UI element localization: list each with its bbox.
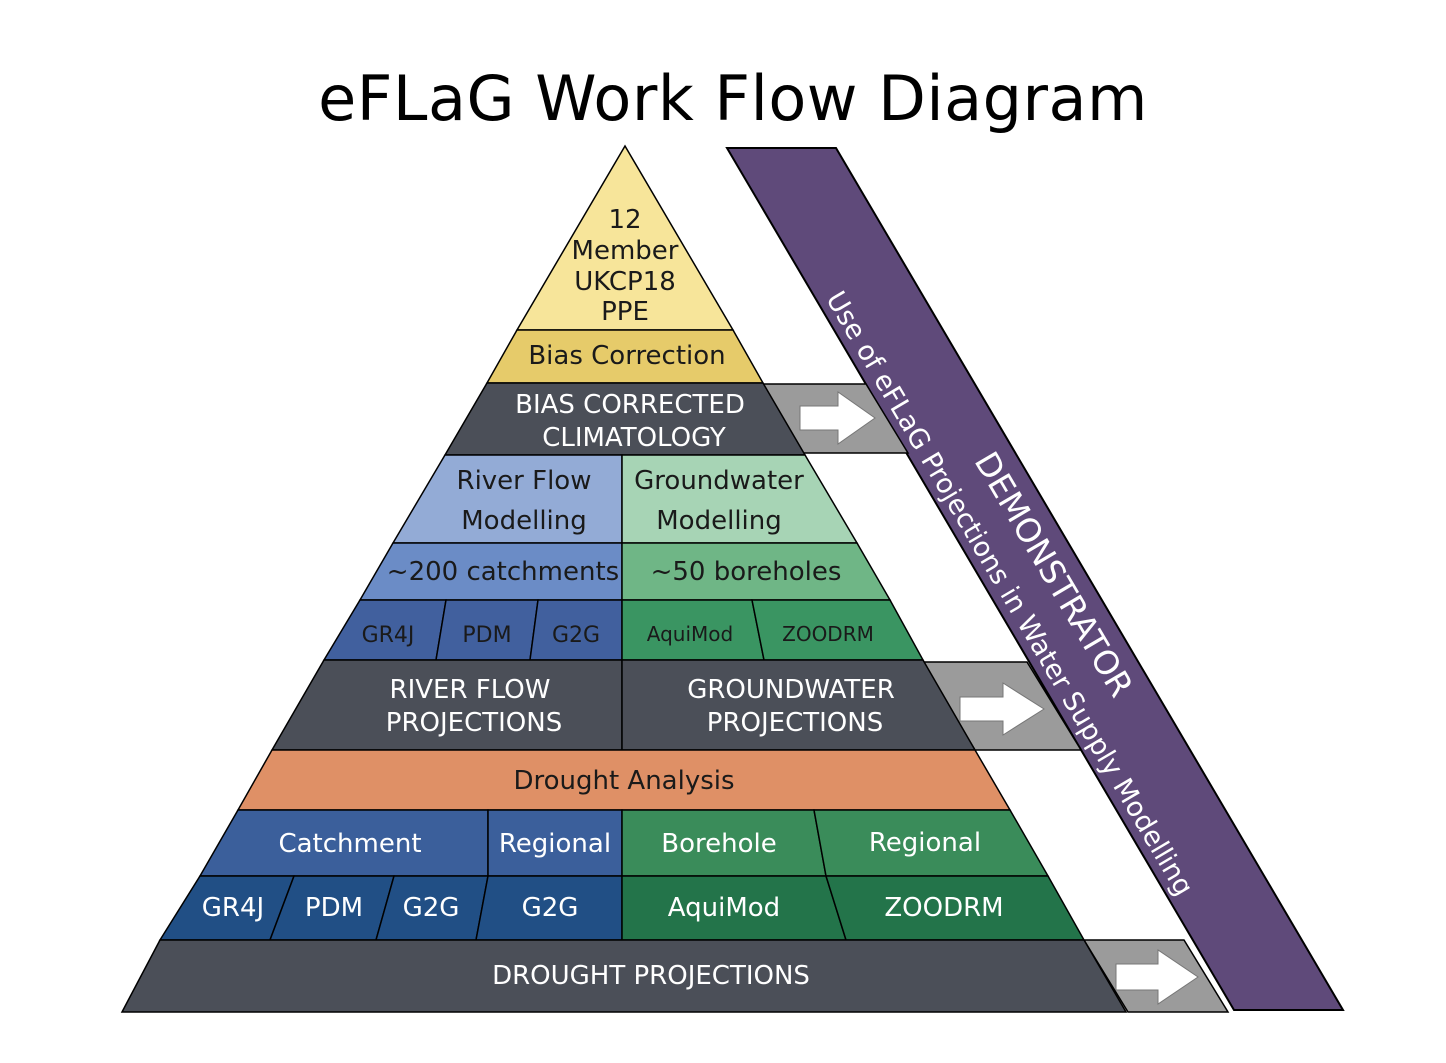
- drought-pdm-label: PDM: [305, 893, 363, 923]
- boreholes-label: ~50 boreholes: [651, 557, 842, 587]
- bias-correction-label: Bias Correction: [528, 341, 725, 371]
- bias-corrected-label-1: BIAS CORRECTED: [515, 390, 745, 420]
- drought-analysis-label: Drought Analysis: [513, 766, 734, 796]
- arrow-box-drought: [1082, 939, 1230, 1013]
- river-model-label-1: GR4J: [362, 623, 415, 648]
- gw-modelling-label-2: Modelling: [656, 506, 782, 536]
- catchment-group-label: Catchment: [278, 829, 421, 859]
- drought-projections-label: DROUGHT PROJECTIONS: [492, 961, 810, 991]
- apex-label-2: Member: [572, 236, 679, 266]
- drought-g2g-label: G2G: [403, 893, 460, 923]
- right-arrow-icon: [799, 391, 876, 445]
- gw-projections-label-1: GROUNDWATER: [687, 675, 895, 705]
- gw-projections-label-2: PROJECTIONS: [707, 708, 883, 738]
- river-projections-label-2: PROJECTIONS: [386, 708, 562, 738]
- river-projections-label-1: RIVER FLOW: [390, 675, 551, 705]
- gw-modelling-label-1: Groundwater: [634, 466, 804, 496]
- drought-gr4j-label: GR4J: [202, 893, 264, 923]
- river-modelling-label-2: Modelling: [461, 506, 587, 536]
- river-model-label-3: G2G: [552, 623, 600, 648]
- borehole-group-label: Borehole: [661, 829, 776, 859]
- river-model-label-2: PDM: [462, 623, 511, 648]
- drought-projections-band: [120, 939, 1128, 1013]
- drought-aquimod-label: AquiMod: [668, 893, 780, 923]
- apex-label-4: PPE: [601, 297, 649, 327]
- right-arrow-icon: [1115, 949, 1199, 1005]
- regional-gw-group-label: Regional: [869, 828, 981, 858]
- gw-model-label-2: ZOODRM: [782, 622, 874, 646]
- arrow-box-climatology: [758, 383, 910, 454]
- drought-g2g-regional-label: G2G: [522, 893, 579, 923]
- catchments-label: ~200 catchments: [387, 557, 619, 587]
- page-title: eFLaG Work Flow Diagram: [318, 62, 1148, 135]
- regional-river-group-label: Regional: [499, 829, 611, 859]
- bias-corrected-label-2: CLIMATOLOGY: [542, 423, 726, 453]
- drought-zoodrm-label: ZOODRM: [884, 893, 1003, 923]
- apex-label-1: 12: [608, 205, 641, 235]
- river-modelling-label-1: River Flow: [457, 466, 592, 496]
- apex-label-3: UKCP18: [574, 267, 676, 297]
- gw-model-label-1: AquiMod: [647, 622, 733, 646]
- right-arrow-icon: [959, 682, 1045, 736]
